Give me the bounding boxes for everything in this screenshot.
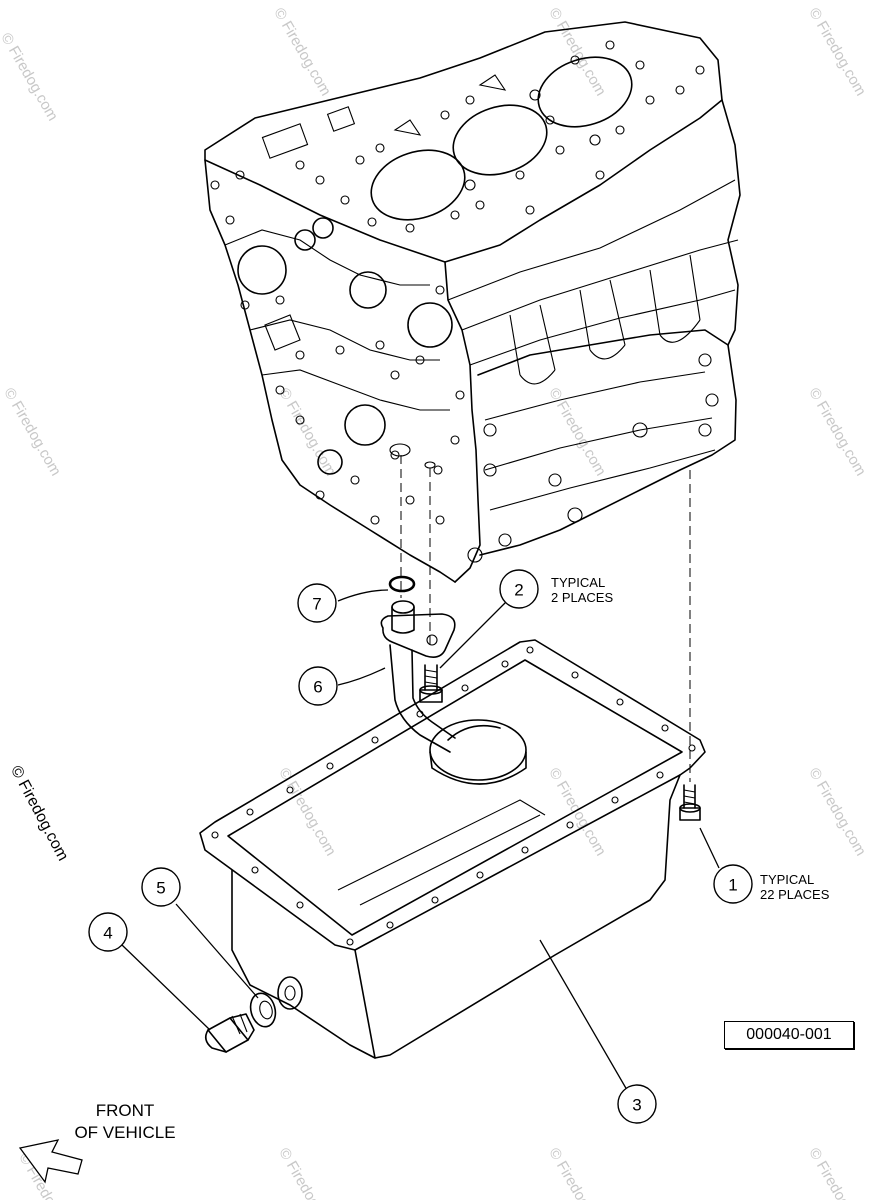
bolt-2 (419, 664, 443, 703)
callout-7[interactable]: 7 (297, 583, 337, 623)
callout-1-label: 1 (728, 876, 737, 895)
leader-lines (121, 589, 720, 1091)
front-of-vehicle-label: FRONT OF VEHICLE (74, 1101, 176, 1142)
note-typical-2-places: TYPICAL 2 PLACES (551, 575, 614, 605)
callout-6-label: 6 (313, 678, 322, 697)
callout-3[interactable]: 3 (617, 1084, 657, 1124)
callout-2-label: 2 (514, 581, 523, 600)
oil-pan (199, 639, 706, 1059)
front-arrow-icon (18, 1139, 83, 1184)
callout-3-label: 3 (632, 1096, 641, 1115)
callout-4-label: 4 (103, 924, 112, 943)
o-ring (388, 575, 416, 593)
part-number-box: 000040-001 (724, 1021, 854, 1049)
oil-pickup-tube (380, 600, 527, 785)
callout-7-label: 7 (312, 595, 321, 614)
note-typical-22-places: TYPICAL 22 PLACES (760, 872, 830, 902)
drain-washer (249, 992, 277, 1028)
bolt-1 (679, 784, 701, 821)
alignment-lines (400, 455, 691, 782)
callout-2[interactable]: 2 (499, 569, 539, 609)
callout-6[interactable]: 6 (298, 666, 338, 706)
callout-1[interactable]: 1 (713, 864, 753, 904)
callout-5[interactable]: 5 (141, 867, 181, 907)
callout-4[interactable]: 4 (88, 912, 128, 952)
callout-5-label: 5 (156, 879, 165, 898)
engine-block (204, 21, 741, 583)
drain-plug (204, 1013, 255, 1053)
